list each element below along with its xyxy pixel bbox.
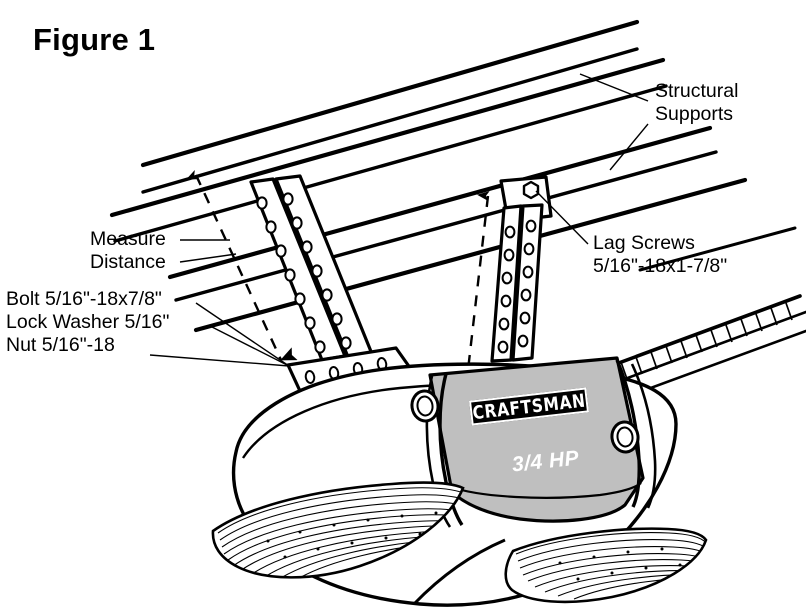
callout-fasteners-line-3: Nut 5/16"-18	[6, 334, 115, 356]
dimension-right-dashed-line	[466, 191, 490, 371]
bracket-right-holes-row-b	[517, 219, 537, 348]
leader-lag-screws	[535, 190, 589, 245]
callout-lag-screws-line-1: Lag Screws	[593, 232, 695, 254]
vent-grille-left	[211, 481, 465, 579]
bracket-right-face-b	[511, 203, 544, 362]
opener-gray-panel-lower-seam	[450, 482, 642, 499]
leader-lock-washer	[211, 326, 290, 367]
opener-gray-panel-outline	[428, 356, 645, 523]
callout-fasteners-line-2: Lock Washer 5/16"	[6, 311, 170, 333]
dimension-left-dashed-line	[186, 170, 298, 361]
callout-leader-lines	[149, 73, 649, 367]
perforated-angle-bracket-left	[249, 174, 374, 362]
measure-distance-dimension-right	[466, 191, 490, 371]
bracket-right-holes-row-a	[497, 225, 516, 354]
callout-fasteners: Bolt 5/16"-18x7/8" Lock Washer 5/16" Nut…	[6, 288, 169, 357]
opener-front-divider-right	[615, 359, 641, 508]
callout-lag-screws: Lag Screws 5/16"-18x1-7/8"	[593, 232, 727, 278]
measure-distance-dimension-left	[186, 170, 298, 361]
opener-front-divider-right-inner	[630, 363, 657, 509]
joist-edge-4b	[638, 226, 797, 272]
leader-measure-distance-2	[179, 253, 237, 263]
callout-structural-supports: Structural Supports	[655, 80, 738, 126]
structural-supports-group	[109, 19, 797, 333]
leader-bolt	[195, 302, 290, 367]
light-lens-cover-right	[610, 420, 640, 454]
vent-grille-right-dots	[558, 547, 682, 581]
leader-nut	[149, 354, 290, 367]
callout-measure-distance: Measure Distance	[90, 228, 166, 274]
bracket-right-hex-lag-screw-icon	[522, 180, 540, 200]
leader-structural-supports-1	[579, 73, 649, 102]
callout-measure-distance-line-1: Measure	[90, 228, 166, 250]
joist-edge-2a	[109, 57, 666, 218]
leader-structural-supports-2	[609, 123, 649, 171]
callout-structural-supports-line-2: Supports	[655, 103, 734, 125]
joist-edge-1b	[141, 47, 639, 194]
vent-grille-left-dots	[266, 511, 438, 559]
callout-fasteners-line-1: Bolt 5/16"-18x7/8"	[6, 288, 162, 310]
opener-bottom-seam	[412, 538, 506, 606]
light-lens-cover-left	[410, 389, 440, 423]
opener-front-divider-left	[438, 373, 464, 526]
garage-door-opener-housing	[211, 356, 708, 607]
page-title: Figure 1	[33, 22, 156, 57]
perforated-angle-bracket-right	[490, 175, 553, 363]
callout-measure-distance-line-2: Distance	[90, 251, 166, 273]
callout-lag-screws-line-2: 5/16"-18x1-7/8"	[593, 255, 728, 277]
callout-structural-supports-line-1: Structural	[655, 80, 739, 102]
joist-edge-1a	[140, 19, 640, 168]
